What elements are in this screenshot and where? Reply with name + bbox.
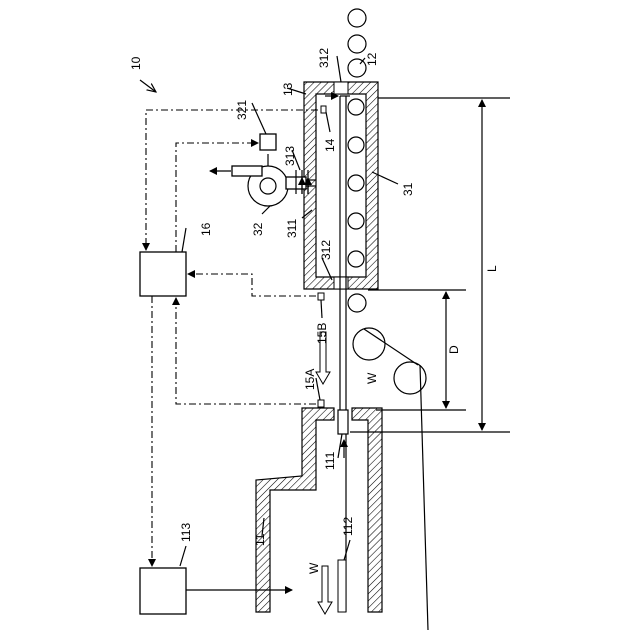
supply-113	[140, 568, 186, 614]
slot-top	[334, 82, 348, 94]
nozzle-111	[338, 410, 348, 434]
label-16: 16	[199, 222, 213, 236]
unit-321	[260, 134, 276, 150]
label-311: 311	[285, 219, 299, 238]
controller-16	[140, 252, 186, 296]
sensor-15b	[318, 293, 324, 300]
label-312-top: 312	[317, 48, 331, 68]
tank-wall	[256, 408, 382, 612]
sensor-14	[321, 106, 326, 113]
label-d: D	[447, 345, 461, 354]
label-12: 12	[365, 52, 379, 66]
label-31: 31	[401, 182, 415, 196]
blower-32	[210, 166, 316, 206]
label-w-lower: W	[307, 562, 321, 574]
upper-rollers	[348, 9, 366, 77]
label-313: 313	[283, 146, 297, 166]
label-11: 11	[253, 533, 267, 546]
guide-roller	[348, 294, 366, 312]
label-10: 10	[129, 56, 143, 70]
label-111: 111	[323, 451, 337, 470]
oven-rollers	[348, 99, 364, 267]
label-15a: 15A	[303, 369, 317, 390]
label-l: L	[485, 265, 499, 272]
label-15b: 15B	[315, 323, 329, 344]
label-312-bottom: 312	[319, 240, 333, 260]
label-w: W	[365, 372, 379, 384]
label-14: 14	[323, 138, 337, 152]
sensor-15a	[318, 400, 324, 407]
label-32: 32	[251, 222, 265, 236]
guide-112	[338, 560, 346, 612]
label-13: 13	[281, 82, 295, 96]
label-321: 321	[235, 100, 249, 120]
label-113: 113	[179, 523, 193, 542]
label-112: 112	[341, 517, 355, 536]
